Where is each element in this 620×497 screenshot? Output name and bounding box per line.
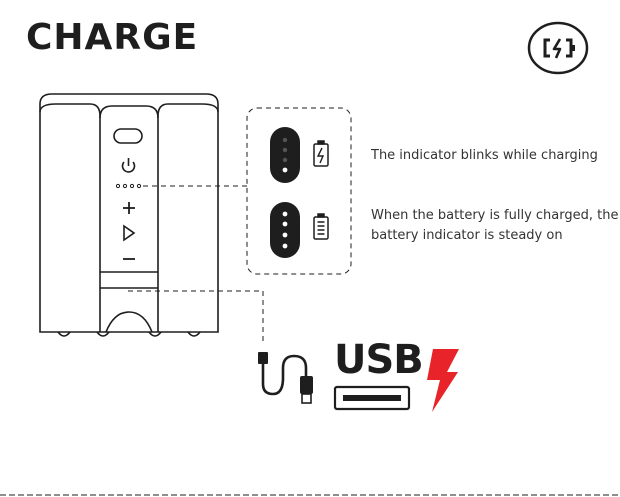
charging-indicator [270,127,300,183]
full-description: When the battery is fully charged, the b… [371,206,620,246]
speaker-body [40,94,218,336]
usb-port-icon [335,387,409,409]
battery-full-icon [314,214,328,239]
battery-charging-icon [314,141,328,166]
lightning-bolt-icon [427,349,459,412]
usb-label: USB [334,340,423,380]
full-indicator [270,202,300,258]
charging-description: The indicator blinks while charging [371,146,598,166]
usb-cable-icon [258,352,313,403]
indicator-panel [247,108,351,274]
